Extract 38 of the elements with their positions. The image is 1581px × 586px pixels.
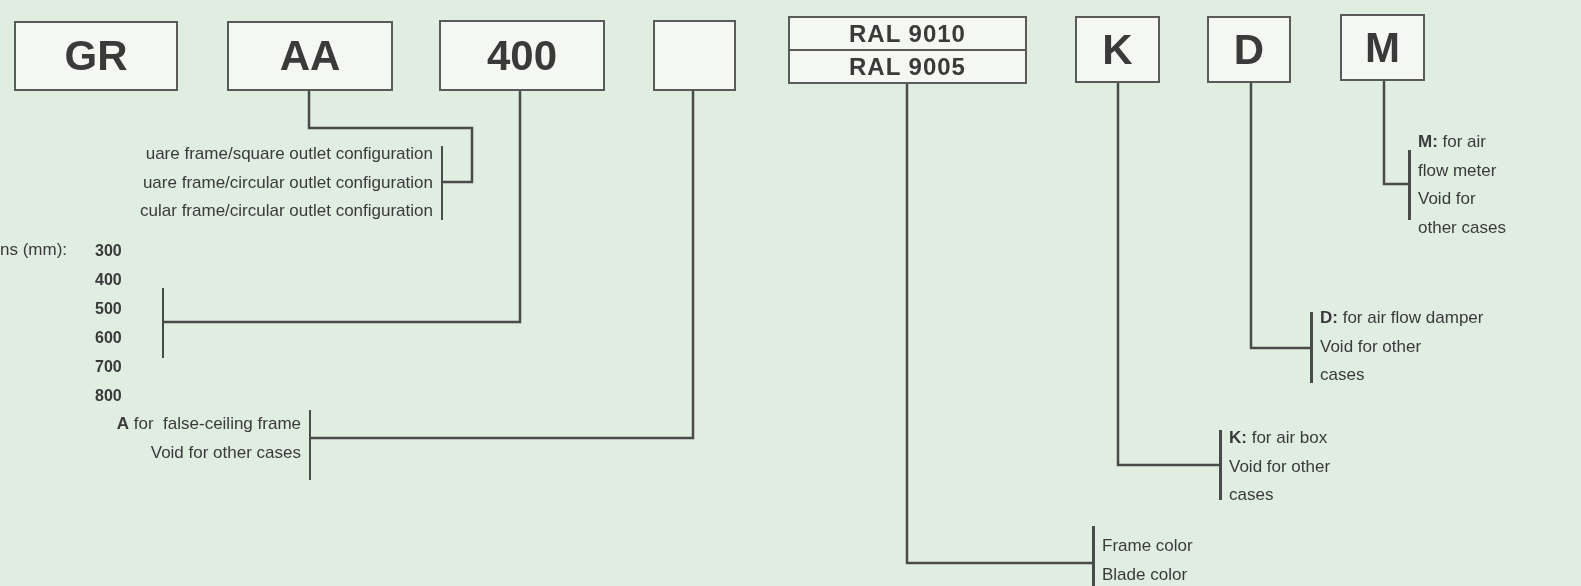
empty-code-box xyxy=(653,20,736,91)
option-text: Void for other cases xyxy=(149,441,301,464)
option-text: K: for air box xyxy=(1229,427,1329,449)
option-text: uare frame/circular outlet configuration xyxy=(141,171,433,194)
code-text: 400 xyxy=(485,34,559,77)
option-text: D: for air flow damper xyxy=(1320,307,1484,329)
option-label: ns (mm): xyxy=(0,239,68,261)
code-text: RAL 9010 xyxy=(848,18,967,49)
option-text: Void for other cases xyxy=(1320,335,1423,386)
code-box xyxy=(439,20,605,91)
option-text: Void for other cases xyxy=(1418,188,1507,239)
connector-line xyxy=(1249,83,1310,350)
code-box xyxy=(1207,16,1291,83)
code-text: AA xyxy=(278,35,342,77)
connector-line xyxy=(311,91,695,440)
code-text: K xyxy=(1101,28,1134,71)
connector-line xyxy=(1382,81,1408,186)
code-text: D xyxy=(1232,28,1266,71)
connector-line xyxy=(1116,83,1219,467)
option-text: A for false-ceiling frame xyxy=(116,413,301,435)
code-text: M xyxy=(1364,26,1401,69)
option-text: Frame color xyxy=(1102,535,1193,557)
code-box xyxy=(1340,14,1425,81)
connector-line xyxy=(307,91,474,184)
code-text: GR xyxy=(63,35,129,77)
option-text: uare frame/square outlet configuration xyxy=(144,143,433,165)
code-text: RAL 9005 xyxy=(790,49,1025,82)
code-box xyxy=(1075,16,1160,83)
option-text: cular frame/circular outlet configuration xyxy=(140,200,433,222)
option-values: 300 400 500 600 700 800 xyxy=(95,241,123,406)
connector-line xyxy=(905,84,1092,565)
code-box xyxy=(227,21,393,91)
connector-line xyxy=(164,91,522,324)
code-box xyxy=(14,21,178,91)
option-text: Void for other cases xyxy=(1229,455,1332,506)
option-text: M: for air flow meter xyxy=(1418,131,1498,182)
code-box xyxy=(788,16,1027,84)
option-text: Blade color xyxy=(1102,563,1189,586)
